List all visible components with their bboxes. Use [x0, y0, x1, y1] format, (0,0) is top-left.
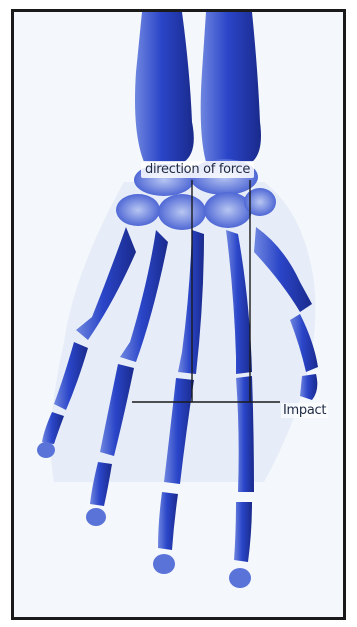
- ulna-bone: [201, 12, 261, 162]
- radius-bone: [135, 12, 194, 162]
- hand-xray-diagram: [14, 12, 343, 617]
- direction-of-force-label: direction of force: [141, 161, 254, 178]
- figure-frame: direction of force Impact: [11, 9, 346, 620]
- impact-label: Impact: [281, 403, 328, 418]
